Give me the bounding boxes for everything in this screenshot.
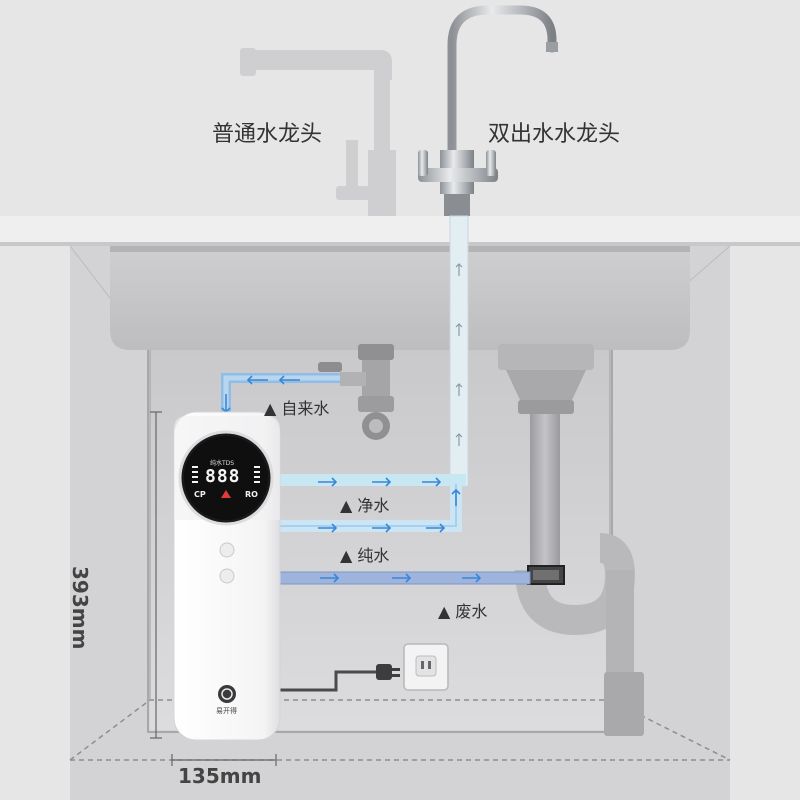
water-valve-icon xyxy=(318,344,394,440)
width-dimension-label: 135mm xyxy=(178,764,262,788)
waste-water-label: ▲ 废水 xyxy=(438,602,488,621)
flush-button[interactable] xyxy=(219,568,235,584)
power-button[interactable] xyxy=(219,542,235,558)
warning-icon xyxy=(221,490,231,498)
dual-faucet-label: 双出水水龙头 xyxy=(488,122,621,147)
display-digits: 888 xyxy=(205,466,241,487)
sink-basin xyxy=(110,246,690,350)
countertop xyxy=(0,216,800,244)
power-socket-icon xyxy=(403,643,449,691)
riser-arrows xyxy=(455,263,463,446)
clean-water-label: ▲ 净水 xyxy=(340,496,390,515)
purifier-device xyxy=(173,411,281,741)
drain-pipe xyxy=(498,344,644,736)
flow-arrows xyxy=(221,375,482,583)
power-cable xyxy=(280,664,400,692)
tap-water-label: ▲ 自来水 xyxy=(264,399,330,418)
ro-indicator: RO xyxy=(245,490,258,499)
width-dimension-line xyxy=(171,754,277,766)
height-dimension-label: 393mm xyxy=(68,566,92,650)
pure-water-label: ▲ 纯水 xyxy=(340,546,390,565)
dual-faucet-icon xyxy=(418,5,558,216)
cp-indicator: CP xyxy=(194,490,206,499)
brand-name: 易开得 xyxy=(216,707,237,715)
height-dimension-line xyxy=(150,411,162,739)
normal-faucet-icon xyxy=(240,48,396,220)
clean-water-pipe xyxy=(280,474,466,486)
display-title: 纯水TDS xyxy=(210,460,235,467)
brand-logo-icon xyxy=(218,685,236,703)
normal-faucet-label: 普通水龙头 xyxy=(212,122,323,147)
